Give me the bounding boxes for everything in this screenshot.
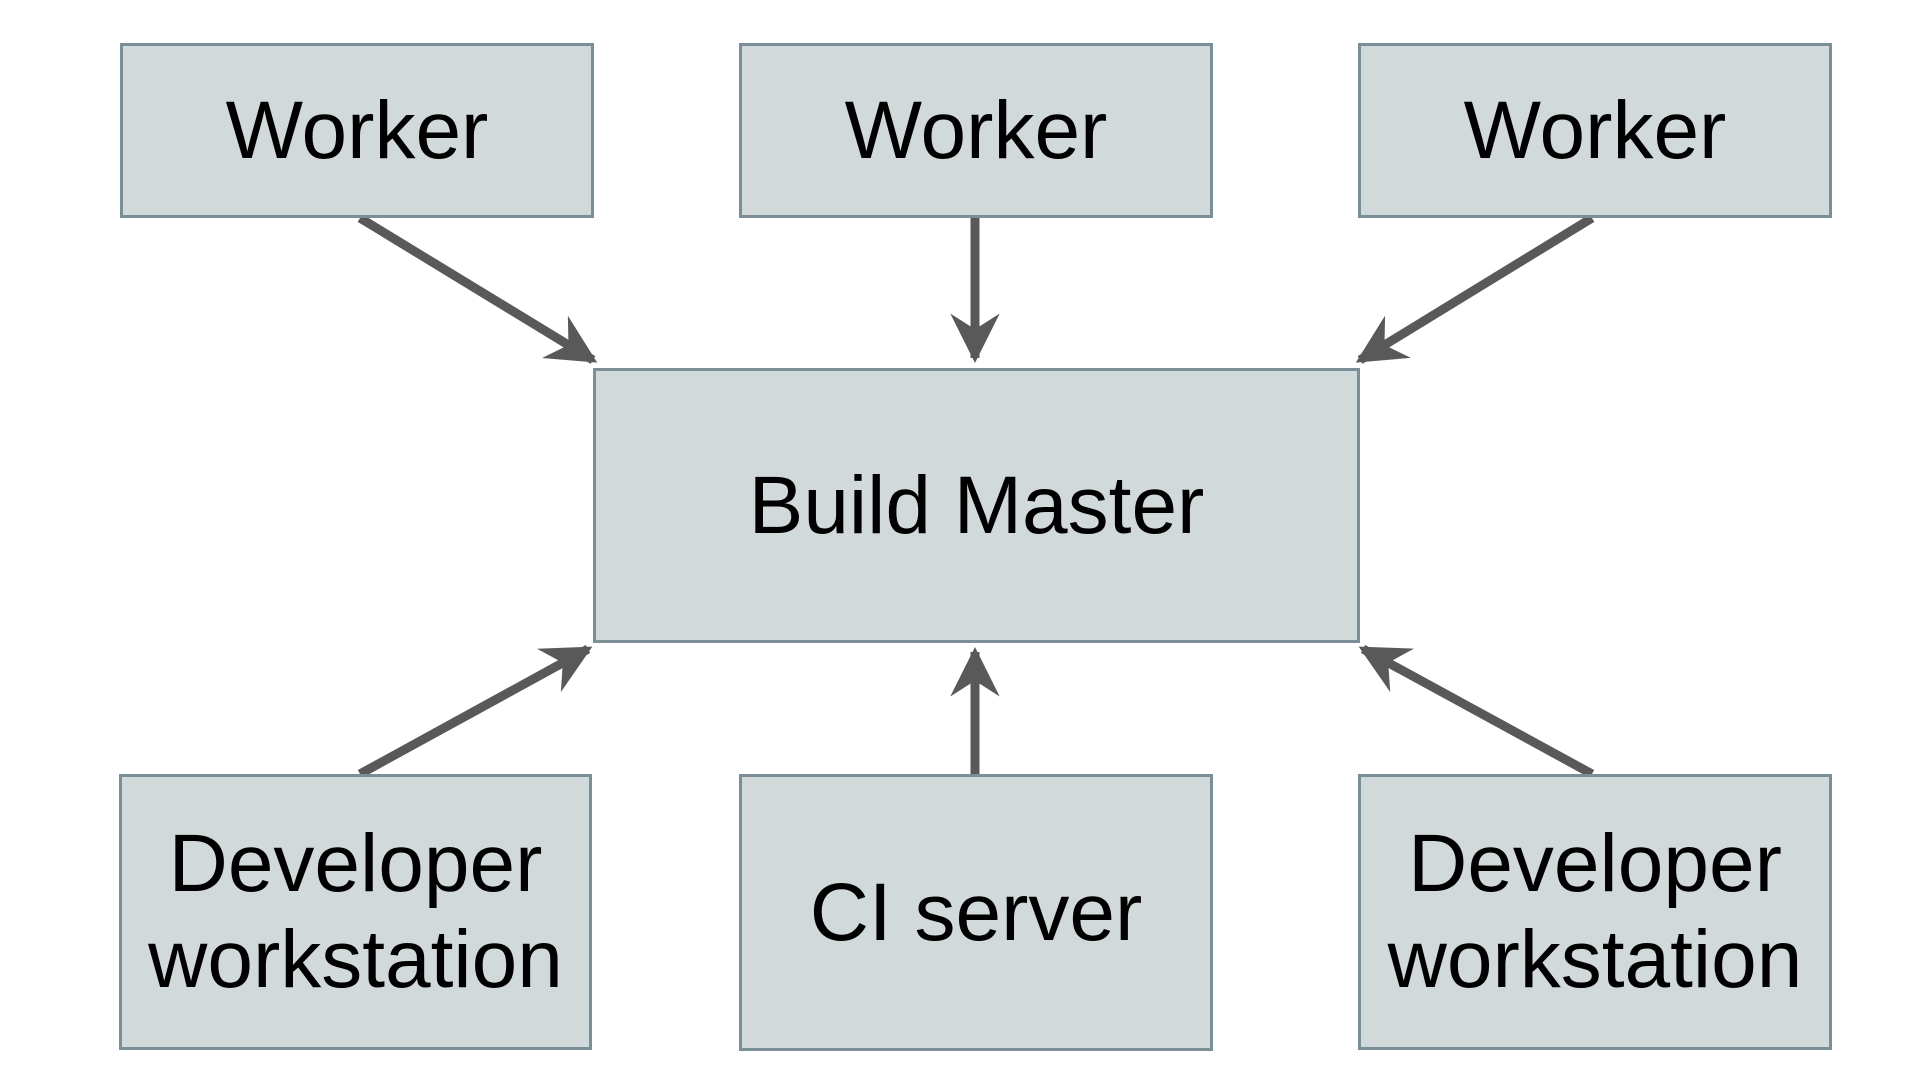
node-developer-workstation-left: Developer workstation [119, 774, 592, 1050]
node-worker-2-label: Worker [844, 84, 1108, 176]
node-worker-1-label: Worker [225, 84, 489, 176]
arrow-devws-left-to-buildmaster [357, 645, 593, 778]
node-developer-workstation-right: Developer workstation [1358, 774, 1832, 1050]
node-build-master: Build Master [593, 368, 1360, 643]
node-worker-3-label: Worker [1463, 84, 1727, 176]
arrow-devws-right-to-buildmaster [1358, 645, 1595, 778]
node-build-master-label: Build Master [748, 459, 1205, 551]
node-worker-3: Worker [1358, 43, 1832, 218]
node-worker-2: Worker [739, 43, 1213, 218]
node-ci-server-label: CI server [809, 866, 1143, 958]
node-ci-server: CI server [739, 774, 1213, 1051]
arrow-worker1-to-buildmaster [357, 214, 598, 364]
arrow-worker3-to-buildmaster [1355, 214, 1595, 364]
node-worker-1: Worker [120, 43, 594, 218]
node-developer-workstation-left-label: Developer workstation [148, 818, 563, 1005]
node-developer-workstation-right-label: Developer workstation [1387, 818, 1803, 1005]
